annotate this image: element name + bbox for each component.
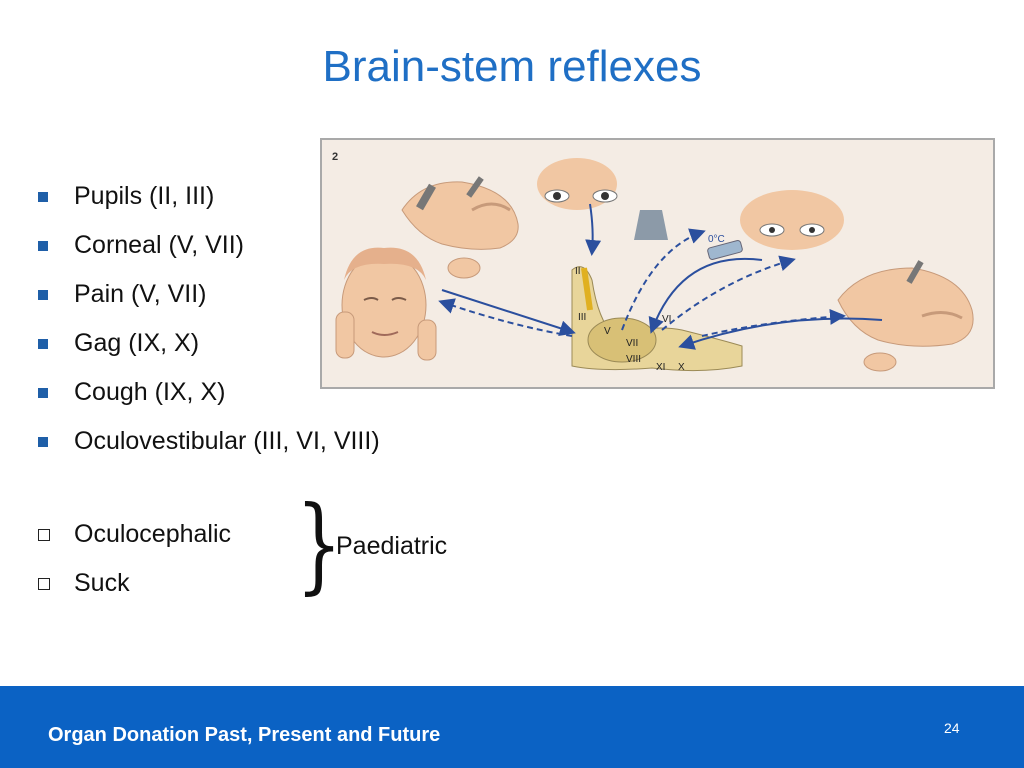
bullet-text: Gag (IX, X): [74, 329, 200, 357]
nerve-label: V: [604, 326, 611, 337]
bullet-item: Gag (IX, X): [38, 319, 380, 368]
nerve-label: III: [578, 312, 586, 323]
paediatric-list: Oculocephalic Suck: [38, 510, 231, 608]
nerve-label: II: [575, 266, 581, 277]
nerve-labels: II III V VI VII VIII XI X: [575, 266, 685, 373]
figure-illustration: 2: [332, 151, 974, 373]
nerve-label: VI: [662, 314, 671, 325]
slide-title: Brain-stem reflexes: [322, 42, 702, 91]
paediatric-label: Paediatric: [336, 532, 448, 560]
bullet-list: Pupils (II, III) Corneal (V, VII) Pain (…: [38, 172, 380, 466]
bullet-item: Pain (V, VII): [38, 270, 380, 319]
square-bullet-icon: [38, 289, 48, 300]
hollow-square-bullet-icon: [38, 577, 50, 590]
footer-title: Organ Donation Past, Present and Future: [48, 724, 441, 746]
bullet-text: Cough (IX, X): [74, 378, 226, 406]
eyes-caloric-icon: 0°C: [707, 190, 844, 261]
bullet-text: Pain (V, VII): [74, 280, 207, 308]
bullet-item: Oculovestibular (III, VI, VIII): [38, 417, 380, 466]
nerve-label: VII: [626, 338, 638, 349]
paediatric-item: Suck: [38, 559, 231, 608]
bullet-text: Pupils (II, III): [74, 182, 215, 210]
figure-panel-number: 2: [332, 151, 338, 163]
bullet-item: Corneal (V, VII): [38, 221, 380, 270]
square-bullet-icon: [38, 240, 48, 251]
nerve-label: X: [678, 362, 685, 373]
child-face-icon: [335, 247, 437, 361]
bullet-text: Corneal (V, VII): [74, 231, 244, 259]
head-profile-right-icon: [837, 260, 974, 372]
square-bullet-icon: [38, 387, 48, 398]
head-profile-top-left-icon: [401, 176, 519, 279]
nerve-label: XI: [656, 362, 665, 373]
temperature-label: 0°C: [708, 234, 725, 245]
curly-brace-icon: }: [295, 483, 343, 605]
paediatric-text: Suck: [74, 569, 130, 597]
brainstem-icon: [571, 266, 743, 372]
square-bullet-icon: [38, 191, 48, 202]
footer-bar: Organ Donation Past, Present and Future …: [0, 686, 1024, 768]
square-bullet-icon: [38, 338, 48, 349]
paediatric-item: Oculocephalic: [38, 510, 231, 559]
paediatric-text: Oculocephalic: [74, 520, 232, 548]
bullet-item: Cough (IX, X): [38, 368, 380, 417]
nerve-label: VIII: [626, 354, 641, 365]
hollow-square-bullet-icon: [38, 528, 50, 541]
bullet-text: Oculovestibular (III, VI, VIII): [74, 427, 380, 455]
brainstem-reflex-figure: 2: [320, 138, 995, 389]
reflex-arrows: [438, 203, 883, 350]
square-bullet-icon: [38, 436, 48, 447]
page-number: 24: [944, 720, 960, 736]
eyes-pupil-icon: [537, 158, 668, 240]
bullet-item: Pupils (II, III): [38, 172, 380, 221]
